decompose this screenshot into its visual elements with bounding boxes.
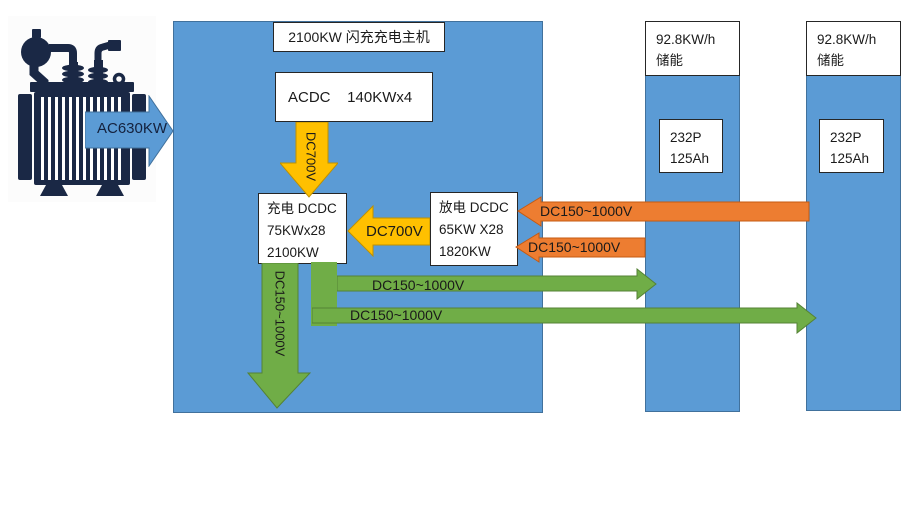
charge-dcdc-power: 2100KW [267, 245, 319, 260]
transformer-icon [8, 16, 156, 202]
acdc-label: ACDC 140KWx4 [288, 88, 413, 106]
acdc-to-charge-arrow [280, 122, 338, 198]
storage-column-2 [806, 21, 901, 411]
storage1-to-discharge-arrow-label: DC150~1000V [528, 239, 621, 255]
discharge-to-charge-arrow [347, 205, 430, 257]
main-unit-title: 2100KW 闪充充电主机 [288, 29, 430, 45]
charge-dcdc-spec: 75KWx28 [267, 223, 326, 238]
ac-input-arrow-label: AC630KW [97, 120, 168, 137]
storage-2-battery-capacity: 125Ah [830, 151, 870, 166]
discharge-dcdc-power: 1820KW [439, 244, 491, 259]
charge-dcdc-name: 充电 DCDC [267, 201, 337, 216]
storage-2-battery-config: 232P [830, 130, 862, 145]
charge-to-storage2-arrow [312, 302, 817, 334]
discharge-dcdc-box: 放电 DCDC 65KW X28 1820KW [430, 192, 518, 266]
discharge-dcdc-name: 放电 DCDC [439, 200, 509, 215]
charge-dcdc-box: 充电 DCDC 75KWx28 2100KW [258, 193, 347, 264]
charge-to-storage1-arrow [337, 268, 657, 300]
storage-1-battery-capacity: 125Ah [670, 151, 710, 166]
storage-1-battery-box: 232P 125Ah [659, 119, 723, 173]
storage-2-capacity: 92.8KW/h [817, 32, 877, 47]
storage2-to-discharge-arrow [517, 196, 810, 227]
storage-1-type: 储能 [656, 53, 683, 68]
dc-output-arrow-label: DC150~1000V [272, 270, 288, 357]
storage-2-battery-box: 232P 125Ah [819, 119, 884, 173]
storage-1-header-box: 92.8KW/h 储能 [645, 21, 740, 76]
ac-input-arrow [85, 95, 174, 167]
charge-to-storage1-arrow-label: DC150~1000V [372, 277, 465, 293]
main-unit-title-box: 2100KW 闪充充电主机 [273, 22, 445, 52]
dc-output-arrow [247, 263, 311, 409]
charge-to-storage2-arrow-label: DC150~1000V [350, 307, 443, 323]
acdc-box: ACDC 140KWx4 [275, 72, 433, 122]
storage-1-battery-config: 232P [670, 130, 702, 145]
storage-2-type: 储能 [817, 53, 844, 68]
storage-2-header-box: 92.8KW/h 储能 [806, 21, 901, 76]
discharge-dcdc-spec: 65KW X28 [439, 222, 504, 237]
acdc-to-charge-arrow-label: DC700V [303, 131, 319, 182]
storage1-to-discharge-arrow [515, 232, 646, 263]
storage-1-capacity: 92.8KW/h [656, 32, 716, 47]
storage2-to-discharge-arrow-label: DC150~1000V [540, 203, 633, 219]
discharge-to-charge-arrow-label: DC700V [366, 223, 423, 240]
